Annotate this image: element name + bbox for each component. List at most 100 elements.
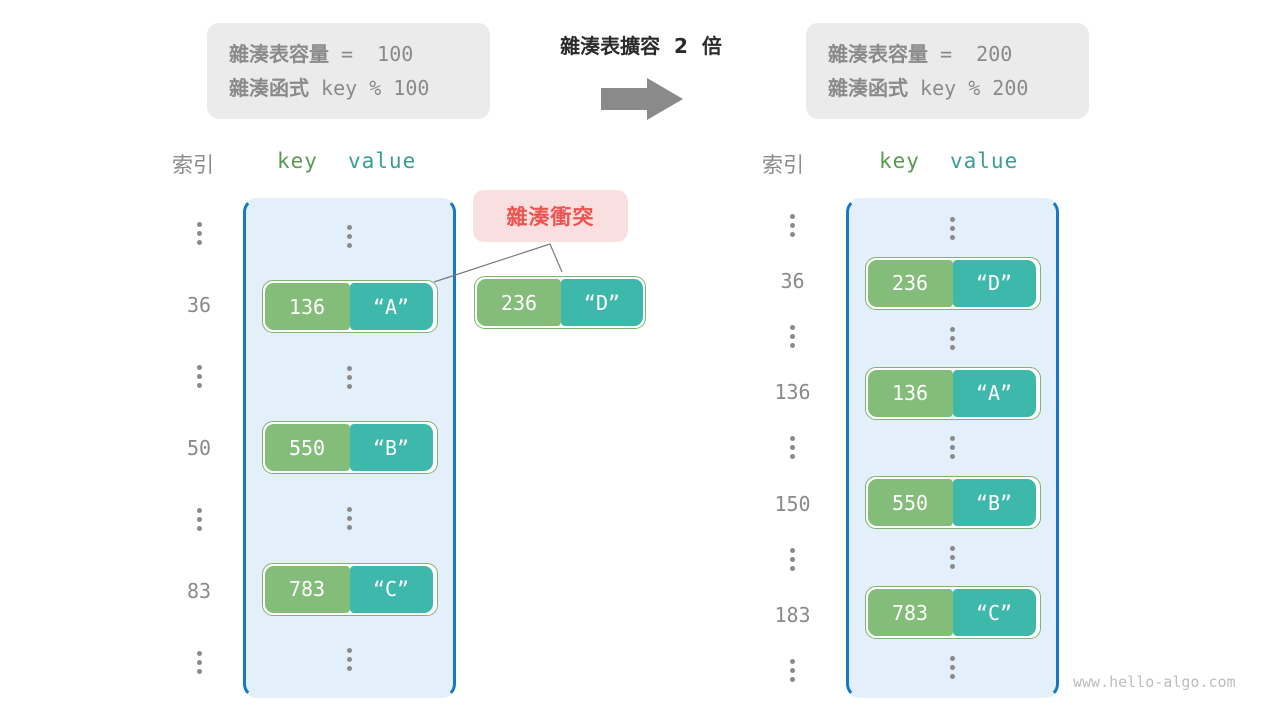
vertical-dots-icon: [790, 325, 795, 349]
key-value-pair: 783“C”: [864, 586, 1041, 640]
bucket-ellipsis: [849, 530, 1056, 585]
value-cell: “A”: [952, 369, 1036, 417]
index-ellipsis: [755, 309, 830, 365]
bucket-ellipsis: [246, 624, 453, 695]
hash-function-line-before: 雜湊函式 key % 100: [229, 71, 468, 105]
value-cell: “B”: [952, 479, 1036, 527]
key-cell: 136: [264, 283, 350, 331]
index-ellipsis: [755, 642, 830, 698]
hash-function-expr: key % 100: [309, 76, 430, 100]
vertical-dots-icon: [196, 650, 202, 674]
value-cell: “B”: [349, 424, 433, 472]
hash-table-info-after: 雜湊表容量 = 200 雜湊函式 key % 200: [806, 23, 1089, 119]
vertical-dots-icon: [790, 436, 795, 460]
collision-badge: 雜湊衝突: [473, 190, 628, 242]
value-column-header-after: value: [950, 149, 1019, 173]
capacity-value: 200: [976, 42, 1013, 66]
vertical-dots-icon: [347, 365, 352, 389]
bucket-entry: 783“C”: [246, 554, 453, 625]
index-ellipsis: [168, 198, 230, 269]
index-label: 183: [774, 602, 811, 627]
hash-table-buckets-after: 236“D”136“A”550“B”783“C”: [846, 198, 1059, 698]
key-value-pair: 550“B”: [864, 476, 1041, 530]
index-column-header-before: 索引: [172, 153, 214, 177]
index-ellipsis: [168, 484, 230, 555]
vertical-dots-icon: [347, 648, 352, 672]
vertical-dots-icon: [950, 436, 955, 460]
vertical-dots-icon: [790, 658, 795, 682]
vertical-dots-icon: [950, 655, 955, 679]
capacity-equals: =: [928, 42, 977, 66]
index-column-after: 36 136 150 183: [755, 198, 830, 698]
bucket-ellipsis: [246, 483, 453, 554]
index-ellipsis: [755, 198, 830, 254]
index-label: 136: [774, 380, 811, 405]
index-label: 36: [780, 269, 805, 294]
key-cell: 783: [867, 589, 953, 637]
key-column-header-before: key: [277, 149, 318, 173]
bucket-ellipsis: [849, 201, 1056, 256]
vertical-dots-icon: [790, 547, 795, 571]
vertical-dots-icon: [347, 507, 352, 531]
right-arrow-icon: [601, 78, 683, 120]
hash-function-label: 雜湊函式: [229, 76, 309, 100]
colliding-entry: 236 “D”: [474, 276, 646, 329]
capacity-label: 雜湊表容量: [229, 42, 329, 66]
bucket-ellipsis: [246, 201, 453, 272]
capacity-value: 100: [377, 42, 414, 66]
capacity-equals: =: [329, 42, 378, 66]
hash-function-expr: key % 200: [908, 76, 1029, 100]
key-value-pair: 236 “D”: [474, 276, 646, 329]
vertical-dots-icon: [347, 224, 352, 248]
key-cell: 236: [477, 279, 561, 326]
value-cell: “C”: [952, 589, 1036, 637]
bucket-entry: 136“A”: [849, 366, 1056, 421]
key-value-pair: 136“A”: [261, 280, 438, 334]
hash-function-label: 雜湊函式: [828, 76, 908, 100]
key-cell: 550: [264, 424, 350, 472]
bucket-ellipsis: [246, 342, 453, 413]
index-column-header-after: 索引: [762, 153, 804, 177]
transform-label: 雜湊表擴容 2 倍: [560, 34, 722, 58]
value-cell: “A”: [349, 283, 433, 331]
bucket-entry: 136“A”: [246, 272, 453, 343]
vertical-dots-icon: [950, 216, 955, 240]
value-cell: “C”: [349, 565, 433, 613]
index-ellipsis: [755, 420, 830, 476]
watermark: www.hello-algo.com: [1073, 673, 1236, 691]
capacity-line-before: 雜湊表容量 = 100: [229, 37, 468, 71]
hash-table-buckets-before: 136“A” 550“B” 783“C”: [243, 198, 456, 698]
key-value-pair: 136“A”: [864, 366, 1041, 420]
capacity-label: 雜湊表容量: [828, 42, 928, 66]
value-cell: “D”: [560, 279, 643, 326]
bucket-ellipsis: [849, 421, 1056, 476]
vertical-dots-icon: [790, 214, 795, 238]
key-cell: 136: [867, 369, 953, 417]
index-ellipsis: [168, 341, 230, 412]
bucket-entry: 783“C”: [849, 585, 1056, 640]
index-ellipsis: [168, 627, 230, 698]
vertical-dots-icon: [196, 365, 202, 389]
value-cell: “D”: [952, 259, 1036, 307]
hash-function-line-after: 雜湊函式 key % 200: [828, 71, 1067, 105]
key-cell: 550: [867, 479, 953, 527]
hash-table-info-before: 雜湊表容量 = 100 雜湊函式 key % 100: [207, 23, 490, 119]
value-column-header-before: value: [348, 149, 417, 173]
key-column-header-after: key: [879, 149, 920, 173]
index-ellipsis: [755, 531, 830, 587]
vertical-dots-icon: [950, 326, 955, 350]
vertical-dots-icon: [196, 507, 202, 531]
index-column-before: 36 50 83: [168, 198, 230, 698]
vertical-dots-icon: [950, 546, 955, 570]
bucket-ellipsis: [849, 640, 1056, 695]
bucket-entry: 550“B”: [246, 413, 453, 484]
bucket-entry: 550“B”: [849, 475, 1056, 530]
index-label: 36: [186, 293, 212, 318]
index-label: 83: [186, 578, 212, 603]
index-label: 50: [186, 435, 212, 460]
capacity-line-after: 雜湊表容量 = 200: [828, 37, 1067, 71]
index-label: 150: [774, 491, 811, 516]
vertical-dots-icon: [196, 222, 202, 246]
key-cell: 783: [264, 565, 350, 613]
